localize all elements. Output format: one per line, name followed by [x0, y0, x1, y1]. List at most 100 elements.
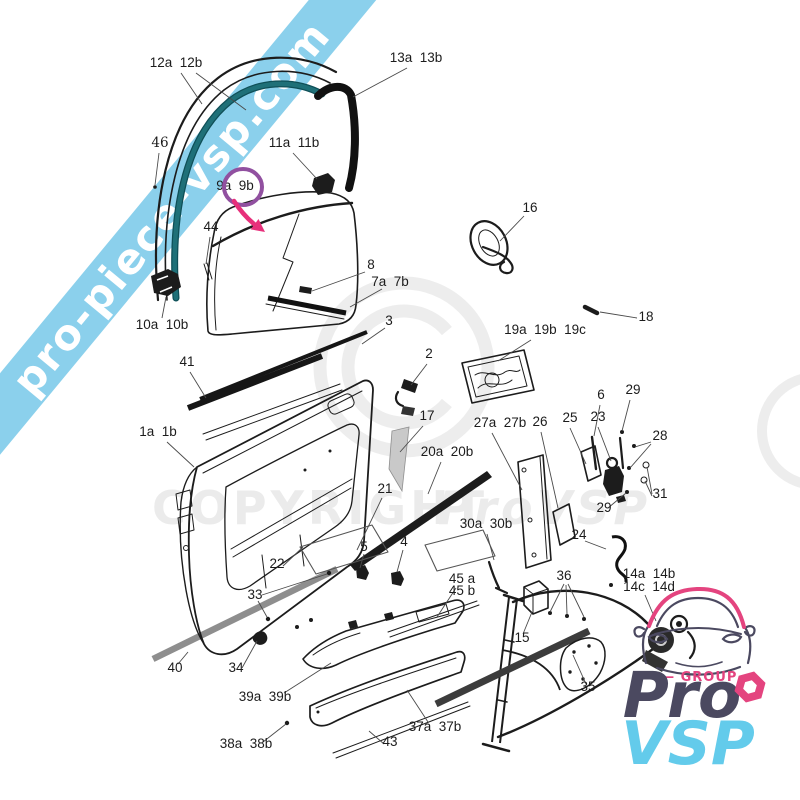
leader-line: [584, 540, 607, 550]
glass-run-channel-drawing: [312, 82, 359, 195]
leader-line: [406, 689, 429, 723]
frame-bracket-11: [312, 173, 335, 195]
leader-line: [368, 730, 385, 745]
logo-hex-nut-hole: [743, 680, 757, 694]
part-27-pillar-strip: [517, 454, 552, 569]
part-30-rod: [487, 560, 509, 595]
strip-41: [186, 353, 324, 411]
leader-line: [486, 533, 495, 561]
watermark-copyright-text: COPYRIGHT: [152, 481, 488, 535]
part-25-plate: [580, 445, 602, 482]
part-callout-1a-1b: 1a 1b: [139, 424, 177, 439]
part-callout-36: 36: [556, 568, 571, 583]
part-19-plate: [461, 349, 535, 404]
screw-28a: [632, 444, 636, 448]
part-callout-33: 33: [247, 587, 262, 602]
small-parts-drawings: [252, 220, 650, 726]
leader-lines: [154, 67, 657, 745]
part-24-latch: [611, 535, 628, 583]
part-callout-45-b: 45 b: [449, 583, 475, 598]
part-46-dot: [153, 185, 157, 189]
leader-line: [241, 640, 258, 669]
part-22-shim: [424, 529, 496, 572]
part-callout-13a-13b: 13a 13b: [390, 50, 443, 65]
part-callout-44: 44: [203, 219, 219, 234]
part-callout-28: 28: [652, 428, 667, 443]
leader-line: [621, 399, 631, 432]
leader-line: [646, 466, 653, 495]
part-callout-41: 41: [179, 354, 194, 369]
part-26-plate: [552, 503, 576, 546]
leader-line: [292, 152, 318, 180]
copyright-symbol-edge-icon: [757, 374, 800, 488]
part-callout-38a-38b: 38a 38b: [220, 736, 273, 751]
leader-line: [311, 271, 366, 292]
leader-line: [644, 480, 653, 497]
part-callout-29: 29: [596, 500, 611, 515]
logo-vsp-text: VSP: [621, 709, 755, 779]
leader-line: [356, 497, 383, 551]
leader-line: [262, 723, 287, 743]
brand-logo: — GROUP — Pro VSP: [621, 586, 766, 779]
highlight-arrow: [231, 198, 257, 227]
part-callout-20a-20b: 20a 20b: [421, 444, 474, 459]
leader-line: [282, 546, 304, 567]
leader-line: [283, 662, 332, 694]
leader-line: [599, 311, 638, 319]
strip-43: [332, 701, 471, 759]
leader-line: [396, 549, 404, 573]
strip-45: [387, 600, 480, 638]
part-callout-15: 15: [514, 630, 529, 645]
window-regulator-drawing: [434, 589, 696, 753]
leader-line: [499, 215, 525, 242]
leader-line: [410, 363, 428, 386]
storage-bin-drawing: [309, 650, 466, 727]
screw-33b: [265, 616, 271, 622]
part-callout-27a-27b: 27a 27b: [474, 415, 527, 430]
strip-40: [151, 566, 339, 662]
leader-line: [569, 427, 587, 465]
leader-line: [597, 426, 612, 462]
frame-end-bracket-10: [151, 269, 181, 296]
door-glass-drawing: [206, 191, 359, 336]
part-callout-11a-11b: 11a 11b: [269, 135, 320, 150]
part-callout-14a-14b: 14a 14b: [623, 566, 676, 581]
leader-line: [593, 404, 601, 437]
regulator-rail-bar: [434, 627, 591, 708]
strip-20: [350, 471, 492, 571]
leader-line: [361, 327, 386, 345]
leader-line: [161, 296, 167, 319]
weatherstrip-drawings: [151, 330, 492, 759]
leader-line: [567, 583, 585, 618]
part-34-clip: [252, 631, 268, 645]
part-callout-2: 2: [425, 346, 433, 361]
strip-3: [199, 330, 368, 401]
leader-line: [359, 553, 365, 569]
part-callout-40: 40: [167, 660, 182, 675]
washer-31a: [642, 461, 650, 469]
part-callout-10a-10b: 10a 10b: [136, 317, 189, 332]
part-2-connector: [394, 379, 418, 416]
logo-car-outline-icon: [633, 596, 756, 676]
part-callout-29: 29: [625, 382, 640, 397]
part-callout-16: 16: [522, 200, 537, 215]
leader-line: [352, 67, 408, 98]
part-callout-5: 5: [360, 539, 368, 554]
part-callout-45-a: 45 a: [449, 571, 476, 586]
logo-pro-text: Pro: [623, 659, 742, 732]
part-callout-46: 46: [151, 135, 168, 151]
part-callout-4: 4: [400, 534, 408, 549]
leader-line: [491, 432, 523, 491]
part-35-plate: [559, 637, 606, 692]
door-pull-cup: [327, 393, 355, 415]
leader-line: [166, 441, 195, 468]
leader-line: [177, 651, 189, 665]
leader-line: [154, 152, 160, 186]
highlight-arrowhead-icon: [250, 219, 265, 232]
leader-line: [180, 72, 203, 105]
leader-line: [607, 492, 627, 509]
part-callout-43: 43: [382, 734, 397, 749]
screw-28b: [627, 466, 631, 470]
part-callout-12a-12b: 12a 12b: [150, 55, 203, 70]
armrest-drawing: [302, 599, 465, 670]
